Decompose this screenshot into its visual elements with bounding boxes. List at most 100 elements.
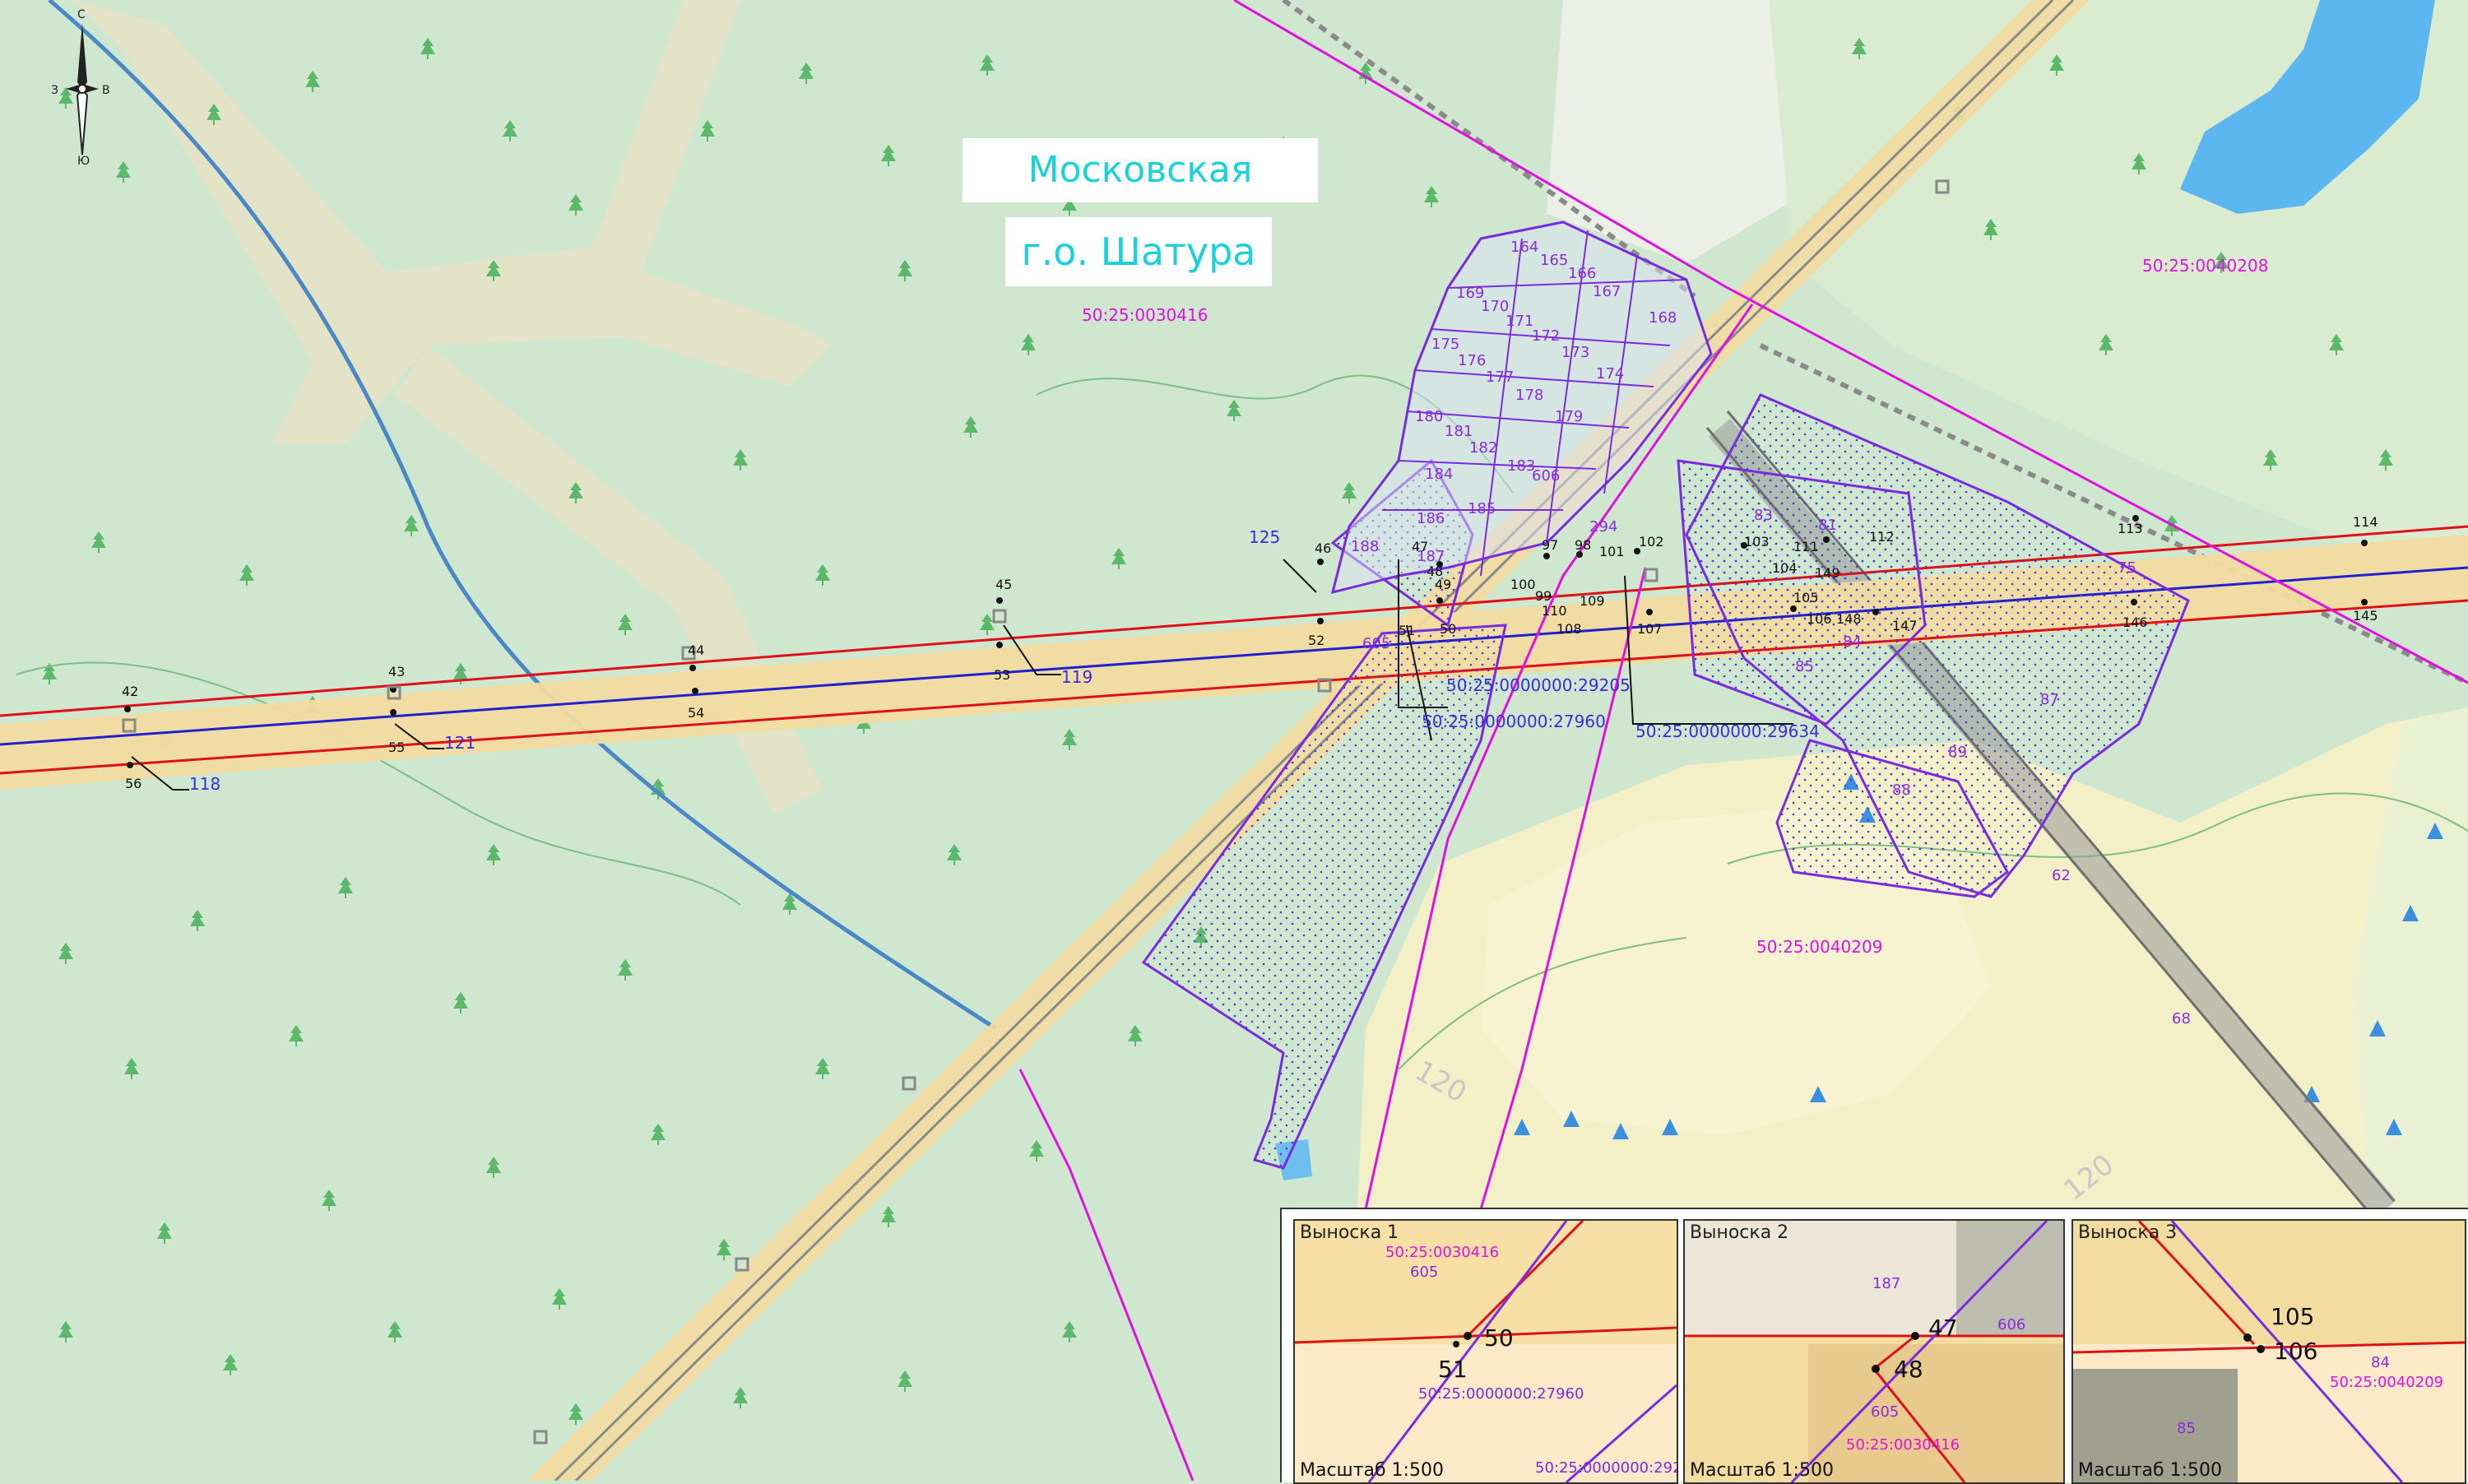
inset-3-quarter: 50:25:0040209: [2330, 1374, 2444, 1391]
callout-119: 119: [1061, 667, 1093, 687]
inset-2[interactable]: Выноска 2 187 606 47 48 605 50:25:003041…: [1683, 1219, 2065, 1484]
dirt-track: [74, 0, 831, 444]
svg-text:181: 181: [1445, 423, 1473, 440]
plot-labels: 164 165 166 167 168 169 170 171 172 173 …: [1351, 239, 2191, 1027]
svg-text:113: 113: [2118, 521, 2143, 536]
inset-2-scale: Масштаб 1:500: [1690, 1460, 1834, 1481]
svg-text:99: 99: [1535, 588, 1552, 604]
svg-text:110: 110: [1542, 603, 1567, 619]
svg-text:172: 172: [1532, 327, 1560, 345]
svg-text:167: 167: [1593, 283, 1621, 300]
inset-1[interactable]: Выноска 1 50:25:0030416 605 50 51 50:25:…: [1293, 1219, 1678, 1484]
svg-text:175: 175: [1431, 336, 1459, 353]
inset-3-scale: Масштаб 1:500: [2078, 1460, 2222, 1481]
svg-text:68: 68: [2172, 1010, 2191, 1027]
svg-text:62: 62: [2052, 867, 2071, 884]
district-title: г.о. Шатура: [1005, 217, 1272, 286]
stream: [48, 0, 997, 1031]
svg-text:81: 81: [1818, 517, 1837, 534]
inset-3-point-b: 106: [2274, 1338, 2318, 1365]
inset-3-title: Выноска 3: [2078, 1222, 2178, 1243]
residential-block: [1330, 220, 1713, 595]
inset-2-plot-187: 187: [1872, 1275, 1901, 1292]
svg-text:83: 83: [1754, 507, 1773, 524]
svg-text:177: 177: [1486, 369, 1514, 386]
svg-text:106: 106: [1807, 611, 1832, 627]
svg-text:104: 104: [1772, 560, 1798, 576]
svg-text:147: 147: [1892, 618, 1918, 633]
svg-text:178: 178: [1515, 387, 1543, 404]
svg-text:173: 173: [1561, 344, 1589, 361]
svg-text:102: 102: [1639, 534, 1664, 550]
svg-text:605: 605: [1362, 635, 1390, 652]
compass-n: С: [77, 8, 86, 21]
compass-rose: [66, 23, 99, 155]
point-labels: 42 43 44 45 46 47 48 49 50 51 52 53 54 5…: [122, 514, 2378, 791]
svg-text:98: 98: [1575, 537, 1591, 553]
svg-text:183: 183: [1507, 457, 1535, 475]
compass-e: В: [102, 84, 110, 97]
field-inner: [1481, 806, 1991, 1135]
inset-1-point-b: 51: [1438, 1356, 1468, 1383]
svg-text:107: 107: [1637, 621, 1663, 637]
inset-1-linear-a: 50:25:0000000:27960: [1418, 1385, 1584, 1403]
inset-1-scale: Масштаб 1:500: [1300, 1460, 1444, 1481]
inset-3[interactable]: Выноска 3 105 106 84 50:25:0040209 85 Ма…: [2071, 1219, 2466, 1484]
svg-text:48: 48: [1427, 563, 1443, 579]
svg-text:51: 51: [1399, 623, 1415, 638]
svg-text:185: 185: [1468, 500, 1496, 517]
svg-text:148: 148: [1836, 611, 1862, 627]
point-markers: [124, 515, 2368, 768]
svg-text:44: 44: [688, 642, 704, 658]
svg-text:176: 176: [1458, 352, 1486, 369]
svg-text:43: 43: [388, 664, 405, 679]
svg-text:168: 168: [1649, 309, 1677, 327]
svg-text:42: 42: [122, 684, 138, 699]
svg-text:56: 56: [125, 776, 141, 791]
parcel-83-85: [1677, 459, 1927, 726]
svg-text:101: 101: [1599, 544, 1625, 559]
svg-text:49: 49: [1435, 577, 1451, 592]
svg-text:50: 50: [1440, 621, 1456, 637]
inset-2-title: Выноска 2: [1690, 1222, 1789, 1243]
linear-parcel-29634: 50:25:0000000:29634: [1635, 721, 1820, 741]
svg-text:149: 149: [1815, 565, 1840, 581]
svg-text:184: 184: [1425, 466, 1453, 483]
inset-1-plot: 605: [1410, 1264, 1439, 1281]
quarter-label-0040208: 50:25:0040208: [2142, 256, 2268, 276]
inset-2-point-b: 48: [1894, 1356, 1923, 1383]
inset-2-point-a: 47: [1928, 1315, 1958, 1342]
svg-text:182: 182: [1469, 439, 1497, 457]
svg-text:174: 174: [1596, 365, 1624, 383]
svg-text:606: 606: [1532, 467, 1560, 485]
callout-121: 121: [444, 733, 476, 753]
svg-text:46: 46: [1315, 540, 1331, 556]
leader-lines: [131, 559, 1793, 791]
inset-3-plot-85: 85: [2177, 1420, 2196, 1437]
svg-text:47: 47: [1412, 539, 1428, 554]
svg-text:188: 188: [1351, 538, 1379, 555]
inset-1-quarter: 50:25:0030416: [1385, 1244, 1500, 1261]
svg-text:164: 164: [1510, 239, 1538, 256]
svg-text:85: 85: [1795, 658, 1814, 675]
inset-1-point-a: 50: [1484, 1324, 1514, 1352]
svg-text:100: 100: [1510, 577, 1536, 592]
svg-text:111: 111: [1793, 539, 1819, 554]
compass-w: З: [51, 84, 58, 97]
svg-text:165: 165: [1540, 252, 1568, 269]
region-title: Московская область: [963, 138, 1318, 255]
svg-text:109: 109: [1580, 593, 1605, 609]
svg-text:171: 171: [1505, 313, 1533, 330]
svg-text:53: 53: [994, 667, 1010, 683]
svg-text:89: 89: [1948, 744, 1967, 761]
svg-text:84: 84: [1843, 633, 1862, 651]
svg-text:75: 75: [2118, 559, 2136, 577]
svg-text:170: 170: [1481, 298, 1509, 315]
road-signs: [122, 179, 1950, 1445]
svg-text:52: 52: [1308, 633, 1324, 648]
quarter-label-0030416: 50:25:0030416: [1082, 305, 1208, 325]
svg-text:187: 187: [1417, 548, 1445, 565]
svg-text:294: 294: [1589, 518, 1617, 536]
callout-125: 125: [1249, 527, 1280, 547]
svg-text:45: 45: [995, 577, 1012, 592]
